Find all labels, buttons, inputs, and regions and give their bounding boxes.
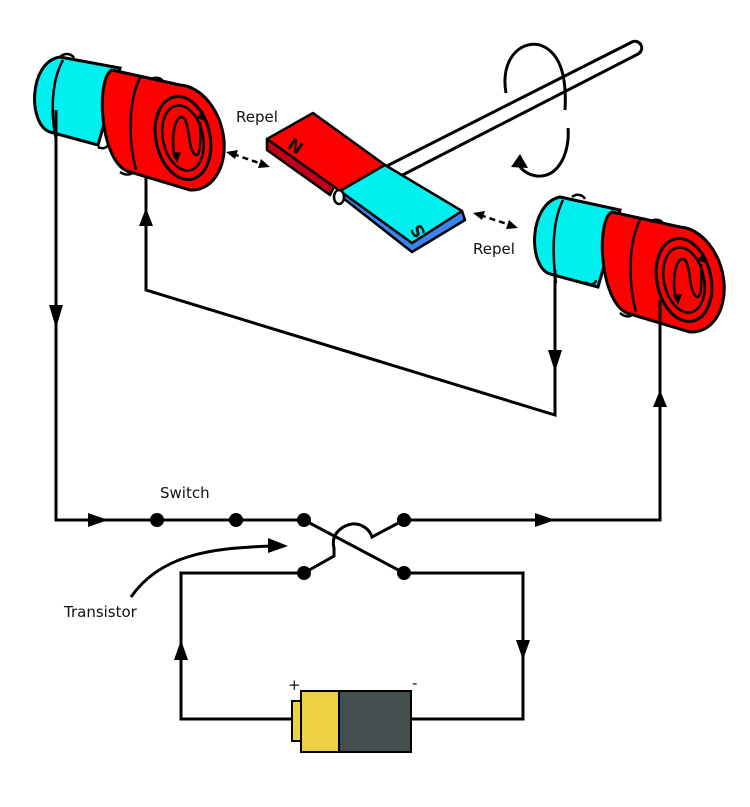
- transistor-pointer: [129, 544, 273, 598]
- wire-left-inner: [144, 165, 557, 418]
- switch-cross-bridge: [303, 518, 405, 575]
- ac-sine-icon: [171, 115, 202, 159]
- ac-source-ring: [662, 246, 706, 314]
- arrow-down-right-inner: [548, 350, 562, 372]
- left-coil-winding: [51, 59, 65, 141]
- arrow-down-battery-right: [516, 640, 530, 660]
- transistor-pointer-arrowhead: [268, 538, 288, 553]
- ac-sine-icon: [672, 257, 703, 301]
- wire-right-outer: [404, 300, 662, 522]
- magnet-south-top: [338, 163, 464, 245]
- right-electromagnet: [533, 193, 726, 334]
- battery-negative-body: [338, 690, 412, 753]
- battery-plus-sign: +: [288, 676, 301, 694]
- switch-label: Switch: [160, 484, 210, 502]
- switch[interactable]: [150, 513, 411, 580]
- switch-terminal: [150, 513, 164, 527]
- battery: [291, 690, 412, 753]
- magnet-pivot: [332, 188, 346, 206]
- repel-arrow-right-icon: [473, 211, 518, 229]
- arrow-up-battery-left: [174, 640, 188, 660]
- switch-terminal: [229, 513, 243, 527]
- switch-terminal: [397, 566, 411, 580]
- arrow-up-right-outer: [653, 390, 667, 407]
- rotor-shaft: [373, 39, 644, 186]
- ac-source-ring: [161, 104, 205, 172]
- repel-arrow-left-icon: [226, 150, 270, 168]
- wire-battery-left: [179, 571, 304, 721]
- arrow-right-switch-left: [88, 513, 108, 527]
- current-arrows: [49, 208, 667, 660]
- switch-cross-diagonal: [303, 518, 405, 575]
- battery-minus-sign: -: [412, 674, 417, 692]
- battery-positive-nub: [291, 700, 302, 742]
- rotation-arrow-icon: [503, 42, 570, 178]
- switch-terminal: [297, 513, 311, 527]
- wire-battery-right: [404, 571, 525, 721]
- repel-label-left: Repel: [236, 108, 278, 126]
- repel-label-right: Repel: [473, 240, 515, 258]
- left-electromagnet: [33, 52, 226, 192]
- switch-terminal: [397, 513, 411, 527]
- bar-magnet: N S: [265, 111, 467, 254]
- switch-terminal: [297, 566, 311, 580]
- arrow-right-switch-right: [535, 513, 555, 527]
- transistor-label: Transistor: [63, 603, 138, 621]
- battery-positive-body: [300, 690, 341, 753]
- arrow-up-left-inner: [139, 208, 153, 226]
- shaft-body: [373, 39, 644, 186]
- wire-left-outer: [54, 118, 157, 522]
- arrow-down-left: [49, 305, 63, 328]
